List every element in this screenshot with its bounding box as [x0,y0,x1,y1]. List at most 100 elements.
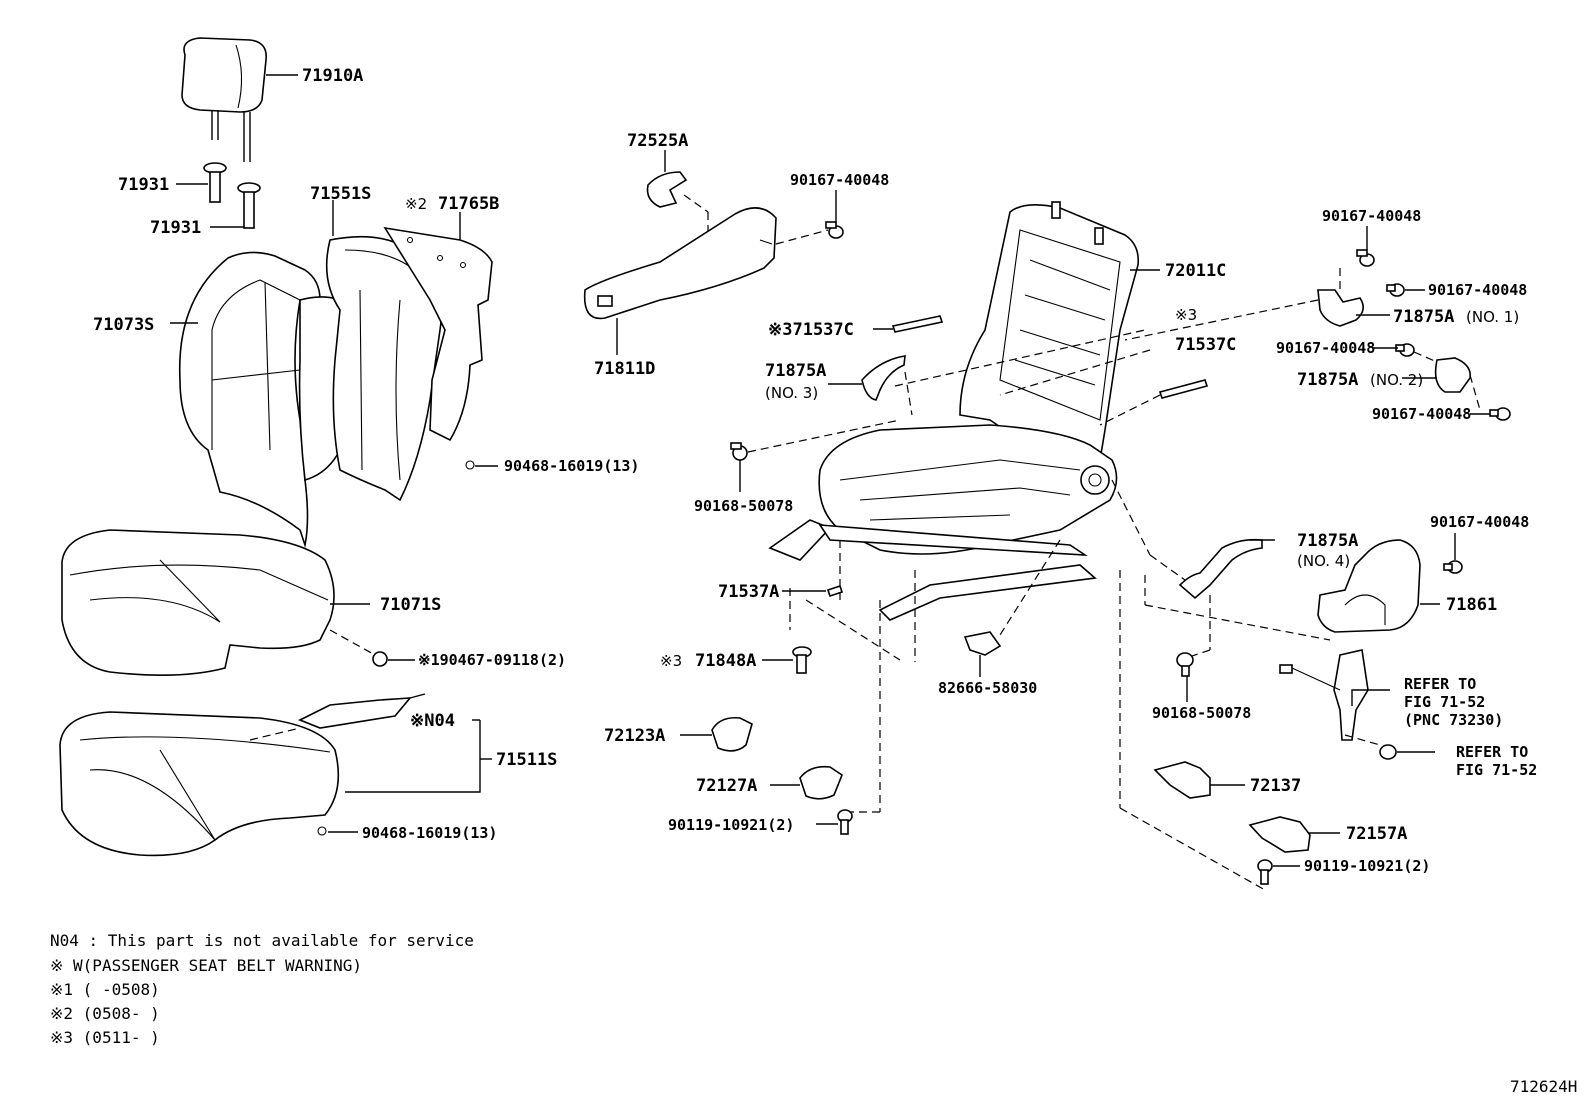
label-71071S: 71071S [380,595,441,615]
strip-71537C-left [891,315,944,333]
label-71931-b: 71931 [150,218,201,238]
cover-71875A-no4 [1178,538,1263,600]
label-71511S: 71511S [496,750,557,770]
figure-id: 712624H [1510,1077,1577,1096]
note-1: N04 : This part is not available for ser… [50,931,474,950]
label-90119-b: 90119-10921(2) [1304,857,1430,875]
clip-72525A-part [646,171,688,208]
label-71551S: 71551S [310,184,371,204]
dash-90167e [1469,374,1481,411]
clip-90468b [317,826,327,836]
refer2-line1: REFER TO [1456,743,1528,761]
label-71537A: 71537A [718,582,779,602]
seat-cushion-pad-part [59,693,426,857]
dash-N04 [249,727,301,741]
label-90168-b: 90168-50078 [1152,704,1251,722]
bolt-90167b [1356,249,1375,267]
clip-90468a [465,460,475,470]
label-90167-a: 90167-40048 [790,171,889,189]
bolt-90167e [1489,407,1511,421]
mark-71848A: ※3 [660,652,682,670]
label-71073S: 71073S [93,315,154,335]
dash-rail-6 [1119,807,1266,891]
headrest-part [181,37,267,162]
sub-71875A-no4: (NO. 4) [1297,552,1350,570]
refer2-line2: FIG 71-52 [1456,761,1537,779]
sub-71875A-no2: (NO. 2) [1370,371,1423,389]
dash-90167d [1413,351,1438,363]
clip-82666-58030 [963,631,1002,656]
side-cover-71811D-part [583,207,777,320]
dash-190467 [329,629,376,656]
label-71861: 71861 [1446,595,1497,615]
label-71875A-no1: 71875A [1393,307,1454,327]
label-190467: ※190467-09118(2) [418,651,566,669]
label-72011C: 72011C [1165,261,1226,281]
label-72127A: 72127A [696,776,757,796]
label-71875A-no4: 71875A [1297,531,1358,551]
dash-90167a [775,229,829,245]
cover-72127A [799,765,843,800]
seat-cushion-cover-part [61,529,335,676]
dash-71875A-no1 [1124,299,1319,341]
label-71537C-left: ※371537C [768,320,854,340]
bolt-90167c [1386,283,1405,297]
label-71848A: 71848A [695,651,756,671]
label-90167-f: 90167-40048 [1430,513,1529,531]
bolt-90168b [1176,652,1194,677]
cover-72123A [711,716,753,752]
label-71875A-no2: 71875A [1297,370,1358,390]
note-4: ※2 (0508- ) [50,1004,160,1023]
clip-71848A [792,646,812,674]
label-90119-a: 90119-10921(2) [668,816,794,834]
note-2: ※ W(PASSENGER SEAT BELT WARNING) [50,956,362,975]
bolt-90168a [730,442,748,461]
label-71811D: 71811D [594,359,655,379]
seat-belt-buckle [1279,649,1369,741]
dash-72525A [683,194,709,213]
cover-71861 [1317,539,1421,633]
label-90167-d: 90167-40048 [1276,339,1375,357]
cover-71875A-no1 [1317,289,1364,327]
dash-71537C-right-b [1099,394,1161,426]
note-3: ※1 ( -0508) [50,980,160,999]
dash-71875A-no4 [1111,479,1151,556]
cover-71875A-no3 [861,355,906,401]
bolt-90119b [1257,859,1273,885]
bracket-71511S [345,720,481,793]
label-N04: ※N04 [410,711,455,731]
label-90167-b: 90167-40048 [1322,207,1421,225]
label-71910A: 71910A [302,66,363,86]
label-72137: 72137 [1250,776,1301,796]
sub-71875A-no3: (NO. 3) [765,384,818,402]
cover-72157A [1248,816,1311,853]
cover-72137 [1153,761,1211,799]
refer1-line3: (PNC 73230) [1404,711,1503,729]
dash-82666 [999,539,1061,636]
clip-190467 [372,651,388,667]
dash-71875A-no4-b [1149,554,1186,581]
label-72525A: 72525A [627,131,688,151]
leader-refer1 [1351,689,1390,706]
refer1-line1: REFER TO [1404,675,1476,693]
label-90468-b: 90468-16019(13) [362,824,497,842]
label-71875A-no3: 71875A [765,361,826,381]
seat-frame-72011C [768,201,1140,621]
label-71765B: 71765B [438,194,499,214]
note-5: ※3 (0511- ) [50,1028,160,1047]
bolt-90119a [837,809,853,835]
label-71931-a: 71931 [118,175,169,195]
mark-71537C-right: ※3 [1175,306,1197,324]
dash-71875A-no3 [904,371,913,416]
dash-frame-top [894,329,1146,387]
label-90168-a: 90168-50078 [694,497,793,515]
label-90167-e: 90167-40048 [1372,405,1471,423]
bolt-90167f [1443,560,1463,574]
bolt-90167a [825,221,844,239]
sub-71875A-no1: (NO. 1) [1466,308,1519,326]
label-82666: 82666-58030 [938,679,1037,697]
refer1-line2: FIG 71-52 [1404,693,1485,711]
cover-71875A-no2 [1434,357,1472,393]
back-board-part [383,226,493,442]
